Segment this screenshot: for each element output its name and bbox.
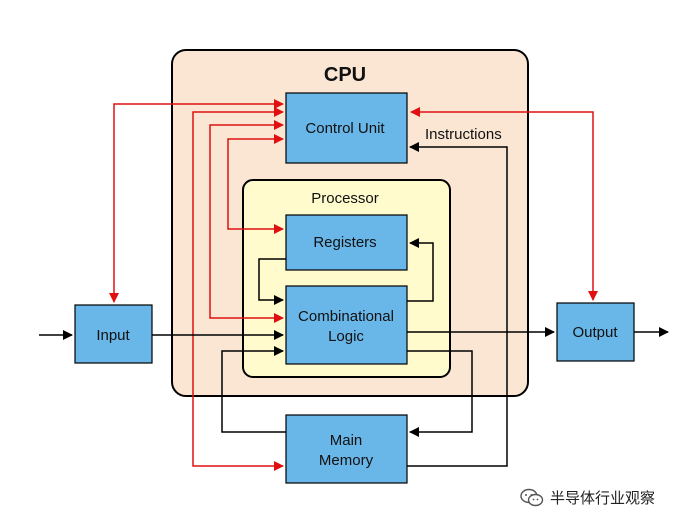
main-memory-label-2: Memory (319, 452, 374, 469)
control-to-registers-arrow (227, 134, 284, 234)
output-label: Output (572, 324, 618, 341)
instructions-label: Instructions (425, 126, 502, 143)
watermark-text: 半导体行业观察 (550, 489, 656, 507)
registers-label: Registers (313, 234, 376, 251)
logic-to-memory-arrow (407, 350, 473, 437)
combinational-logic-label-2: Logic (328, 328, 364, 345)
input-label: Input (96, 327, 130, 344)
cpu-title: CPU (324, 64, 366, 86)
control-to-output-arrow (410, 107, 598, 301)
control-unit-label: Control Unit (305, 120, 385, 137)
wechat-icon (520, 488, 544, 506)
combinational-logic-label-1: Combinational (298, 308, 394, 325)
watermark: 半导体行业观察 (520, 487, 655, 508)
processor-label: Processor (311, 190, 379, 207)
combinational-logic-block (285, 285, 408, 365)
registers-to-logic-arrow (258, 258, 286, 305)
control-to-logic-arrow (209, 120, 284, 323)
control-signal-lines (109, 99, 598, 471)
input-block (74, 304, 153, 364)
data-lines (39, 142, 669, 467)
control-to-input-arrow (109, 99, 284, 303)
instructions-arrow (407, 142, 508, 467)
main-memory-label-1: Main (330, 432, 363, 449)
main-memory-block (285, 414, 408, 484)
registers-block (285, 214, 408, 271)
memory-to-logic-arrow (221, 346, 286, 433)
logic-to-registers-arrow (407, 238, 434, 302)
control-to-memory-arrow (192, 107, 284, 471)
output-block (556, 302, 635, 362)
control-unit-block (285, 92, 408, 164)
